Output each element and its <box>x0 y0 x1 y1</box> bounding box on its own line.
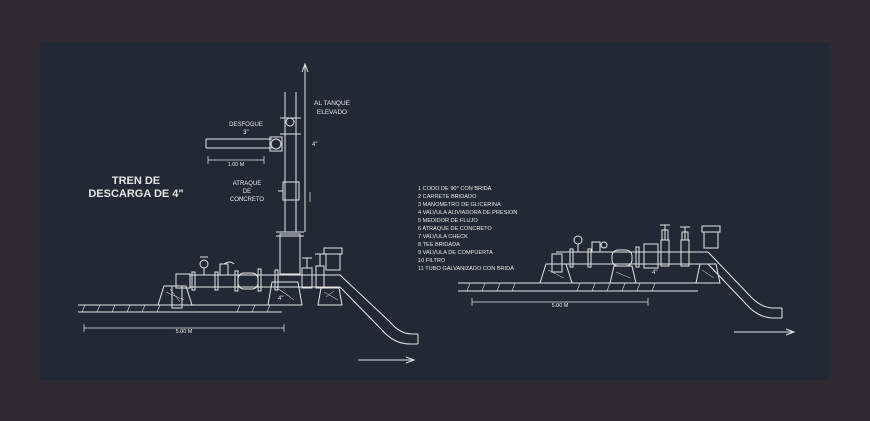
tank-label-2: ELEVADO <box>317 109 347 116</box>
drawing-frame: TREN DE DESCARGA DE 4" AL TANQUE ELEVADO… <box>40 42 829 380</box>
suction-elbow-left <box>175 273 191 289</box>
legend-item-7: 7 VALVULA CHECK <box>418 234 468 240</box>
concrete-anchor-r2 <box>609 265 637 284</box>
discharge-pipe-left <box>339 274 418 335</box>
atraque-label-1: ATRAQUE <box>233 181 262 187</box>
pipe-size-vertical: 4" <box>312 142 317 148</box>
concrete-anchor-r1 <box>539 263 573 284</box>
legend-item-1: 1 CODO DE 90° CON BRIDA <box>418 186 492 192</box>
discharge-pipe-right <box>707 251 782 309</box>
desfogue-label-2: 3" <box>243 130 248 136</box>
concrete-anchor-r3 <box>695 263 721 284</box>
flow-meter-right <box>611 249 633 267</box>
concrete-anchor-2 <box>267 281 303 306</box>
dim-label-base-left: 5.00 M <box>176 329 193 335</box>
tee-right <box>643 243 659 269</box>
legend-item-5: 5 MEDIDOR DE FLUJO <box>418 218 478 224</box>
cad-drawing: TREN DE DESCARGA DE 4" AL TANQUE ELEVADO… <box>78 62 796 364</box>
tank-label-1: AL TANQUE <box>314 100 351 107</box>
gate-valve-left <box>315 265 325 289</box>
gate-valve-right-2 <box>680 239 690 267</box>
check-valve-left <box>301 267 313 289</box>
tee-riser <box>279 233 301 275</box>
atraque-label-3: CONCRETO <box>230 197 265 203</box>
dim-label-base-right: 5.00 M <box>552 303 569 309</box>
ground-hatch-left <box>81 304 271 313</box>
legend-item-3: 3 MANOMETRO DE GLICERINA <box>418 202 501 208</box>
title-line-2: DESCARGA DE 4" <box>88 188 183 200</box>
legend-item-9: 9 VALVULA DE COMPUERTA <box>418 250 493 256</box>
pressure-gauge-left <box>199 259 209 269</box>
pipe-size-horizontal: 4" <box>278 296 283 302</box>
outlet-elbow-left <box>325 253 341 271</box>
concrete-anchor-3 <box>317 287 343 306</box>
legend-item-2: 2 CARRETE BRIDADO <box>418 194 477 200</box>
legend-item-11: 11 TUBO GALVANIZADO CON BRIDA <box>418 266 514 272</box>
legend-item-8: 8 TEE BRIDADA <box>418 242 460 248</box>
legend-item-6: 6 ATRAQUE DE CONCRETO <box>418 226 492 232</box>
legend-item-10: 10 FILTRO <box>418 258 446 264</box>
flow-meter-left <box>237 272 259 290</box>
outlet-elbow-right <box>703 231 719 249</box>
pipe-size-right: 4" <box>652 270 657 276</box>
legend-item-4: 4 VALVULA ALIVIADORA DE PRESION <box>418 210 517 216</box>
relief-valve-left <box>219 263 229 276</box>
gate-valve-right-1 <box>660 239 670 267</box>
atraque-label-2: DE <box>243 189 251 195</box>
desfogue-valve <box>270 138 282 150</box>
dim-label-small: 1.00 M <box>228 162 245 168</box>
desfogue-label-1: DESFOGUE <box>229 122 263 128</box>
title-line-1: TREN DE <box>112 175 160 187</box>
